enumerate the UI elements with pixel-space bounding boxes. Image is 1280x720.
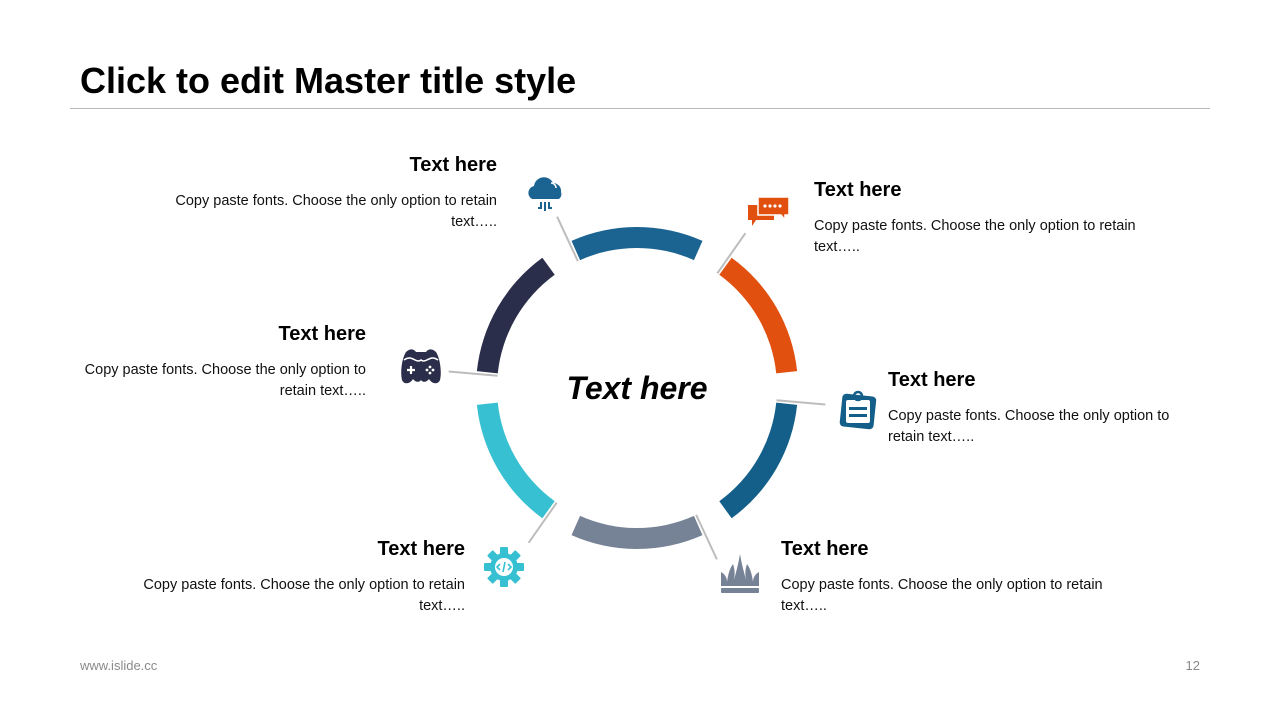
leader-line-3 — [776, 399, 826, 406]
segment-title: Text here — [278, 323, 366, 345]
center-label[interactable]: Text here — [566, 370, 708, 406]
ring-segment-4 — [571, 515, 703, 549]
leader-line-5 — [527, 502, 558, 544]
segment-title: Text here — [888, 369, 976, 391]
ring-segment-1 — [571, 227, 703, 261]
ring-segment-5 — [476, 402, 555, 519]
segment-block-3[interactable]: Text here Copy paste fonts. Choose the o… — [888, 369, 1188, 448]
segment-body: Copy paste fonts. Choose the only option… — [175, 193, 497, 230]
ring-segment-3 — [719, 402, 798, 519]
chat-bubbles-icon — [748, 196, 790, 226]
clipboard-icon — [839, 390, 877, 430]
segment-block-5[interactable]: Text here Copy paste fonts. Choose the o… — [135, 538, 465, 617]
segment-body: Copy paste fonts. Choose the only option… — [814, 218, 1136, 255]
segment-title: Text here — [781, 538, 869, 560]
leader-line-2 — [716, 232, 747, 274]
segment-body: Copy paste fonts. Choose the only option… — [781, 577, 1103, 614]
page-number: 12 — [1185, 658, 1200, 673]
code-gear-icon — [484, 547, 524, 587]
segment-body: Copy paste fonts. Choose the only option… — [84, 362, 366, 399]
crown-icon — [721, 554, 759, 593]
segment-body: Copy paste fonts. Choose the only option… — [143, 577, 465, 614]
footer-website: www.islide.cc — [80, 658, 158, 673]
segment-title: Text here — [377, 538, 465, 560]
segment-block-4[interactable]: Text here Copy paste fonts. Choose the o… — [781, 538, 1111, 617]
cloud-computing-icon — [528, 177, 562, 211]
ring-segment-2 — [719, 257, 798, 374]
leader-line-6 — [448, 370, 498, 377]
segment-title: Text here — [814, 179, 902, 201]
segment-block-2[interactable]: Text here Copy paste fonts. Choose the o… — [814, 179, 1144, 258]
leader-line-4 — [695, 514, 718, 560]
ring-segment-6 — [476, 257, 555, 374]
segment-title: Text here — [409, 154, 497, 176]
leader-line-1 — [556, 216, 579, 262]
gamepad-icon — [401, 349, 441, 384]
title-divider — [70, 108, 1210, 109]
segment-block-6[interactable]: Text here Copy paste fonts. Choose the o… — [66, 323, 366, 402]
segment-body: Copy paste fonts. Choose the only option… — [888, 408, 1170, 445]
slide-title[interactable]: Click to edit Master title style — [80, 60, 577, 101]
segment-block-1[interactable]: Text here Copy paste fonts. Choose the o… — [167, 154, 497, 233]
